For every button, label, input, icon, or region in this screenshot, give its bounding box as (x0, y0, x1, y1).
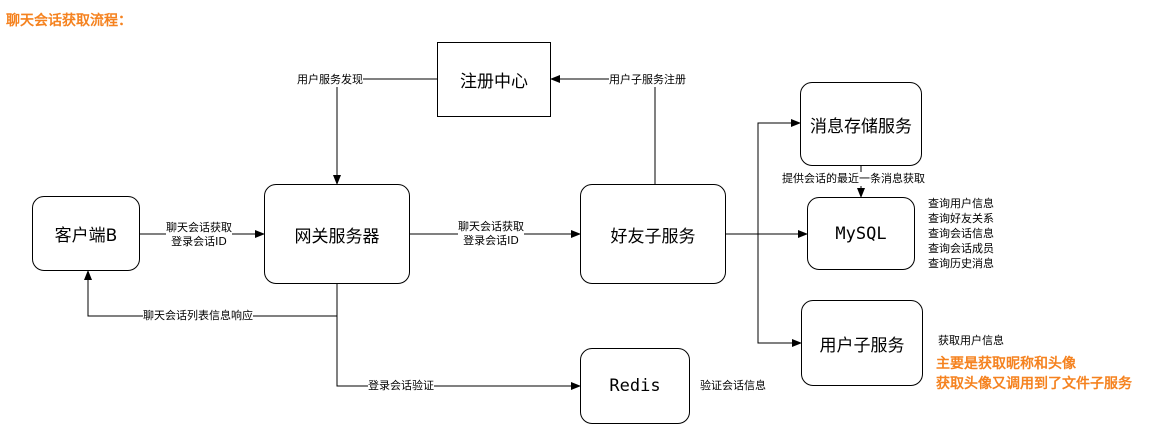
edge-service-register (550, 75, 656, 184)
mysql-query-item: 查询用户信息 (928, 197, 994, 210)
edge-friend-to-user (757, 234, 802, 347)
label-line: 聊天会话获取 (166, 221, 232, 234)
label-login-verify: 登录会话验证 (368, 379, 434, 393)
label-line: 登录会话ID (463, 234, 519, 247)
note-line-1: 主要是获取昵称和头像 (936, 356, 1076, 372)
label-gateway-to-friend: 聊天会话获取 登录会话ID (458, 220, 524, 248)
label-service-discovery: 用户服务发现 (297, 73, 363, 87)
label-response: 聊天会话列表信息响应 (143, 309, 253, 323)
msg-store-node: 消息存储服务 (800, 82, 922, 166)
mysql-query-item: 查询会话信息 (928, 227, 994, 240)
mysql-query-item: 查询会话成员 (928, 242, 994, 255)
label-client-to-gateway: 聊天会话获取 登录会话ID (166, 221, 232, 249)
edge-friend-to-msgstore (757, 119, 801, 234)
diagram-title: 聊天会话获取流程： (6, 13, 132, 29)
friend-service-node: 好友子服务 (580, 184, 726, 284)
redis-node: Redis (580, 348, 690, 424)
mysql-query-item: 查询历史消息 (928, 257, 994, 270)
label-line: 聊天会话获取 (458, 220, 524, 233)
edge-service-discovery (333, 78, 437, 185)
label-line: 登录会话ID (171, 235, 227, 248)
note-line-2: 获取头像又调用到了文件子服务 (936, 376, 1132, 392)
gateway-node: 网关服务器 (264, 184, 410, 284)
mysql-node: MySQL (807, 197, 915, 270)
redis-info-text: 验证会话信息 (700, 379, 766, 392)
mysql-query-list: 查询用户信息 查询好友关系 查询会话信息 查询会话成员 查询历史消息 (928, 196, 994, 271)
edge-login-verify (336, 316, 581, 390)
label-service-register: 用户子服务注册 (609, 73, 686, 87)
client-node: 客户端B (32, 196, 140, 271)
mysql-query-item: 查询好友关系 (928, 212, 994, 225)
user-info-text: 获取用户信息 (938, 334, 1004, 347)
label-latest-msg: 提供会话的最近一条消息获取 (782, 172, 925, 186)
register-center-node: 注册中心 (437, 42, 551, 117)
user-service-node: 用户子服务 (801, 300, 923, 386)
